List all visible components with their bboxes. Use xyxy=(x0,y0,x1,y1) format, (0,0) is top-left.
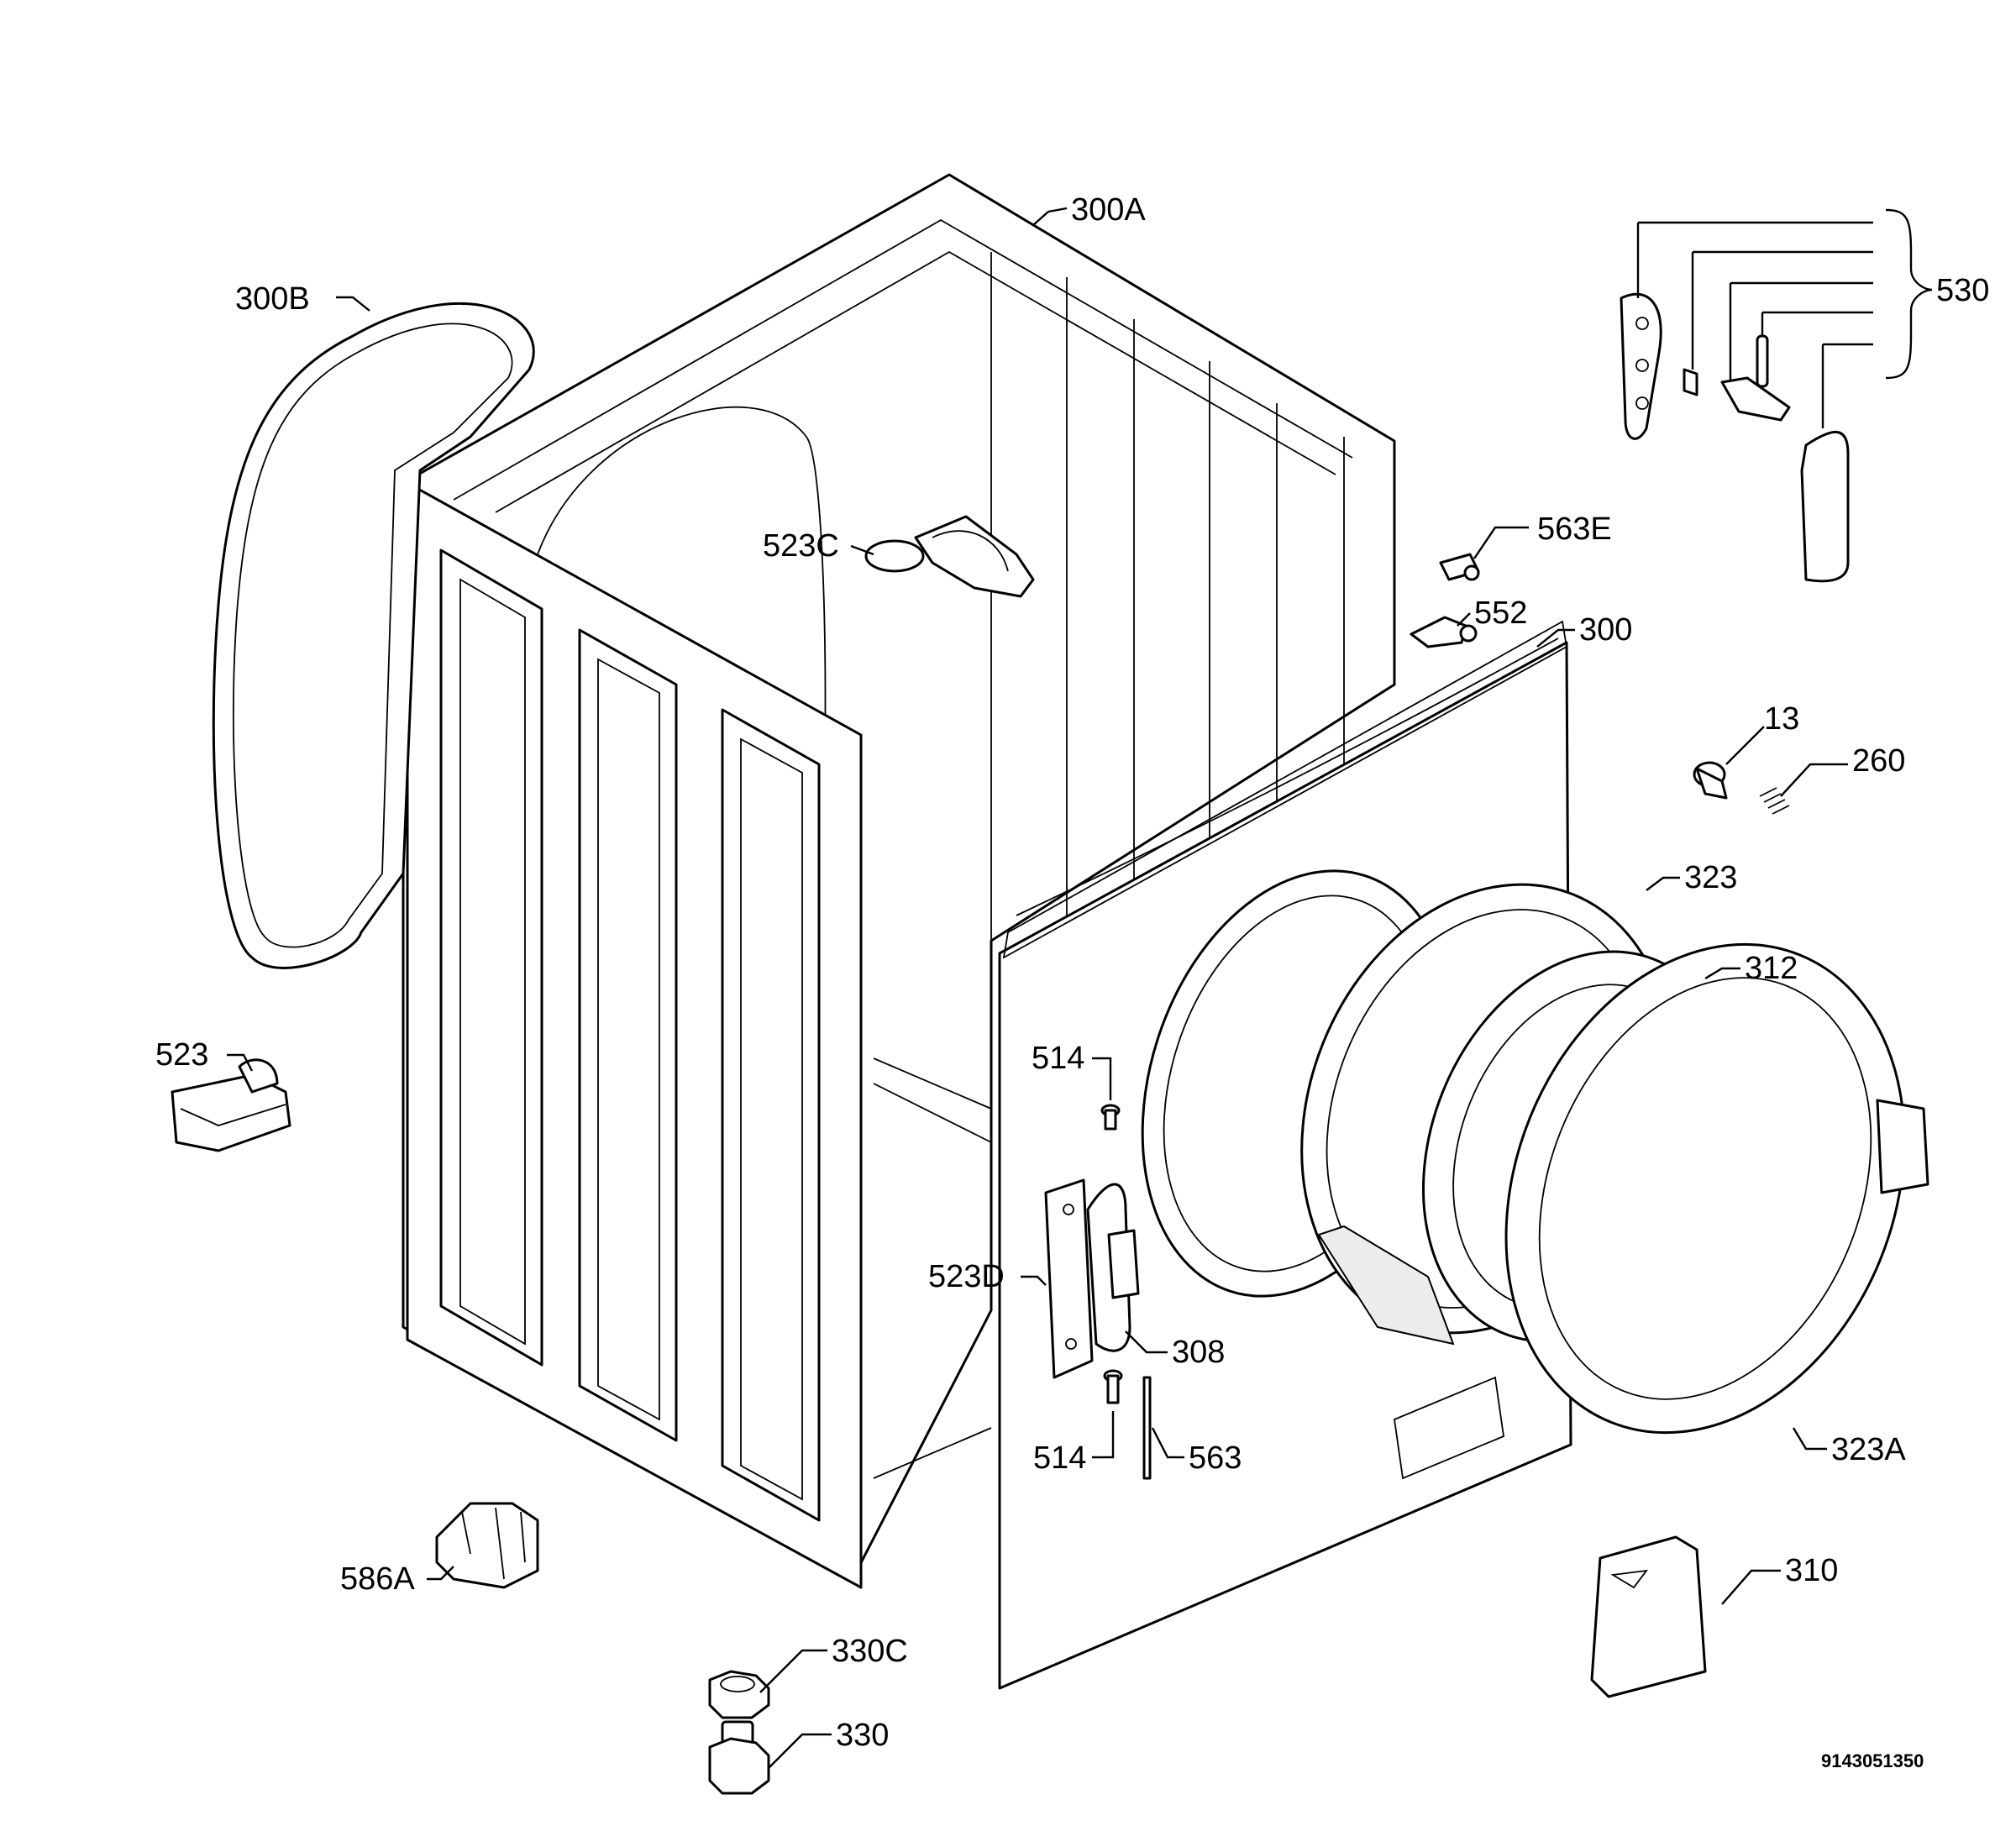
pin-514-lower xyxy=(1103,1369,1123,1404)
pin-514-upper xyxy=(1100,1104,1121,1131)
leader-lines xyxy=(227,207,1933,1769)
callout-300: 300 xyxy=(1579,612,1632,648)
callout-523: 523 xyxy=(155,1037,208,1073)
callout-300A: 300A xyxy=(1071,192,1146,228)
spring-260 xyxy=(1759,787,1790,815)
hinge-kit-530 xyxy=(1620,292,1850,583)
callout-310: 310 xyxy=(1785,1553,1838,1588)
callout-523D: 523D xyxy=(928,1259,1005,1294)
rod-563 xyxy=(1142,1376,1152,1480)
callout-312: 312 xyxy=(1745,951,1798,986)
flap-310 xyxy=(1590,1535,1707,1698)
part-586A xyxy=(435,1502,539,1589)
bushing-13 xyxy=(1693,761,1728,800)
foot-330 xyxy=(708,1720,770,1795)
hinge-308 xyxy=(1086,1183,1140,1352)
callout-330: 330 xyxy=(836,1718,889,1753)
outer-door-323A xyxy=(1504,942,1929,1435)
callout-labels: 300A 300B 530 523C 563E 552 300 13 260 3… xyxy=(155,192,1989,1771)
callout-260: 260 xyxy=(1852,743,1905,779)
switch-523 xyxy=(171,1058,291,1152)
latch-523D xyxy=(1044,1178,1094,1379)
part-552 xyxy=(1410,616,1478,648)
nut-330C xyxy=(708,1670,770,1719)
part-563E xyxy=(1439,553,1480,581)
rear-seal-300B xyxy=(212,302,535,969)
door-lock-523C xyxy=(864,515,1035,598)
callout-563: 563 xyxy=(1189,1440,1242,1476)
callout-552: 552 xyxy=(1474,596,1527,631)
callout-300B: 300B xyxy=(235,281,310,317)
callout-514-upper: 514 xyxy=(1032,1041,1084,1076)
callout-523C: 523C xyxy=(763,528,839,564)
callout-308: 308 xyxy=(1172,1335,1225,1370)
callout-323: 323 xyxy=(1684,860,1737,895)
callout-330C: 330C xyxy=(832,1634,908,1669)
callout-323A: 323A xyxy=(1831,1432,1906,1467)
callout-530: 530 xyxy=(1936,273,1989,308)
drawing-code: 9143051350 xyxy=(1821,1750,1924,1771)
callout-514-lower: 514 xyxy=(1033,1440,1086,1476)
callout-586A: 586A xyxy=(340,1561,415,1597)
callout-563E: 563E xyxy=(1537,512,1612,547)
side-panel xyxy=(406,481,863,1589)
callout-13: 13 xyxy=(1764,701,1799,737)
